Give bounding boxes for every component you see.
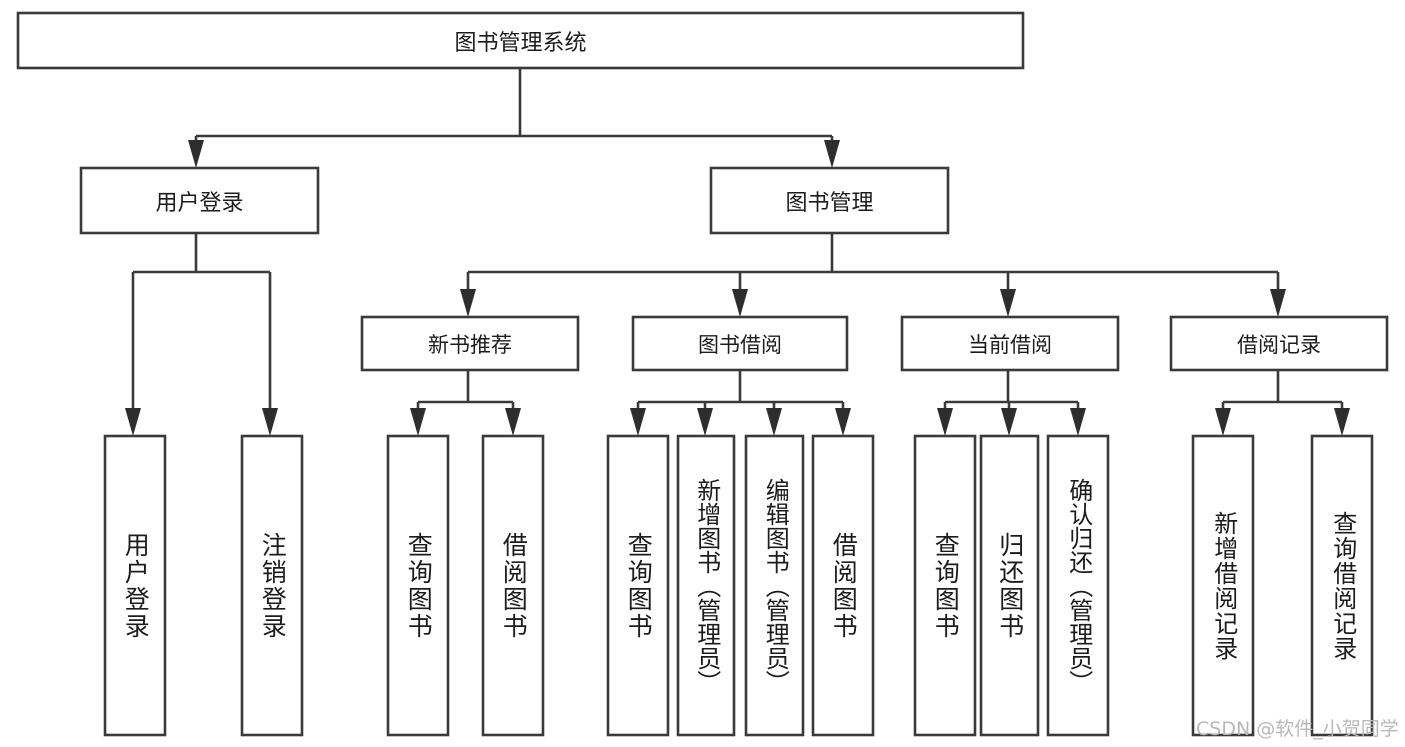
node-leaf-confirm-return[interactable] (1046, 434, 1110, 737)
node-leaf-borrow-book-1[interactable] (481, 434, 545, 737)
node-leaf-query-book-1[interactable] (386, 434, 450, 737)
arrow-leaf-add-record (1215, 408, 1231, 436)
node-leaf-borrow-book-2[interactable] (811, 434, 875, 737)
arrow-leaf-edit-book (766, 408, 782, 436)
node-leaf-add-record[interactable] (1191, 434, 1255, 737)
node-leaf-edit-book[interactable] (744, 434, 805, 737)
node-leaf-return-book[interactable] (979, 434, 1040, 737)
arrow-book-management (824, 140, 840, 168)
arrow-leaf-confirm-return (1070, 408, 1086, 436)
arrow-book-borrow (732, 289, 748, 317)
arrow-leaf-query-record (1334, 408, 1350, 436)
node-book-management[interactable] (709, 166, 950, 235)
arrow-leaf-add-book (697, 408, 713, 436)
node-leaf-add-book[interactable] (676, 434, 736, 737)
node-new-book-recommend[interactable] (360, 315, 580, 372)
arrow-leaf-logout (262, 408, 278, 436)
node-leaf-logout[interactable] (240, 434, 304, 737)
arrow-current-borrow (1000, 289, 1016, 317)
node-book-borrow[interactable] (631, 315, 849, 372)
node-current-borrow[interactable] (900, 315, 1120, 372)
arrow-user-login (188, 140, 204, 168)
arrow-leaf-return-book (1001, 408, 1017, 436)
node-user-login[interactable] (79, 166, 320, 235)
arrow-leaf-borrow-book-1 (505, 408, 521, 436)
node-leaf-query-book-3[interactable] (913, 434, 977, 737)
node-leaf-query-record[interactable] (1310, 434, 1374, 737)
node-leaf-user-login[interactable] (103, 434, 167, 737)
node-borrow-record[interactable] (1169, 315, 1389, 372)
connector-layer (125, 68, 1350, 436)
arrow-leaf-query-book-3 (937, 408, 953, 436)
node-root[interactable] (16, 11, 1025, 70)
arrow-new-book-recommend (460, 289, 476, 317)
arrow-leaf-borrow-book-2 (835, 408, 851, 436)
arrow-borrow-record (1270, 289, 1286, 317)
arrow-leaf-query-book-2 (630, 408, 646, 436)
arrow-leaf-user-login (125, 408, 141, 436)
node-leaf-query-book-2[interactable] (606, 434, 670, 737)
arrow-leaf-query-book-1 (410, 408, 426, 436)
node-box-layer (16, 11, 1389, 737)
